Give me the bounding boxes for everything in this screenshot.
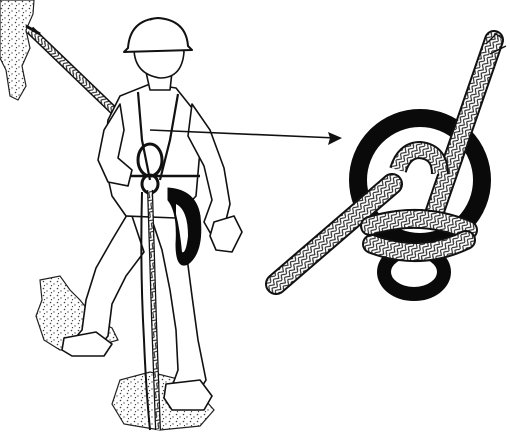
right-boot	[164, 380, 212, 410]
rock-wall-upper	[0, 0, 34, 100]
hard-hat	[124, 18, 192, 52]
descender-detail	[276, 34, 506, 294]
right-hand	[210, 216, 242, 252]
